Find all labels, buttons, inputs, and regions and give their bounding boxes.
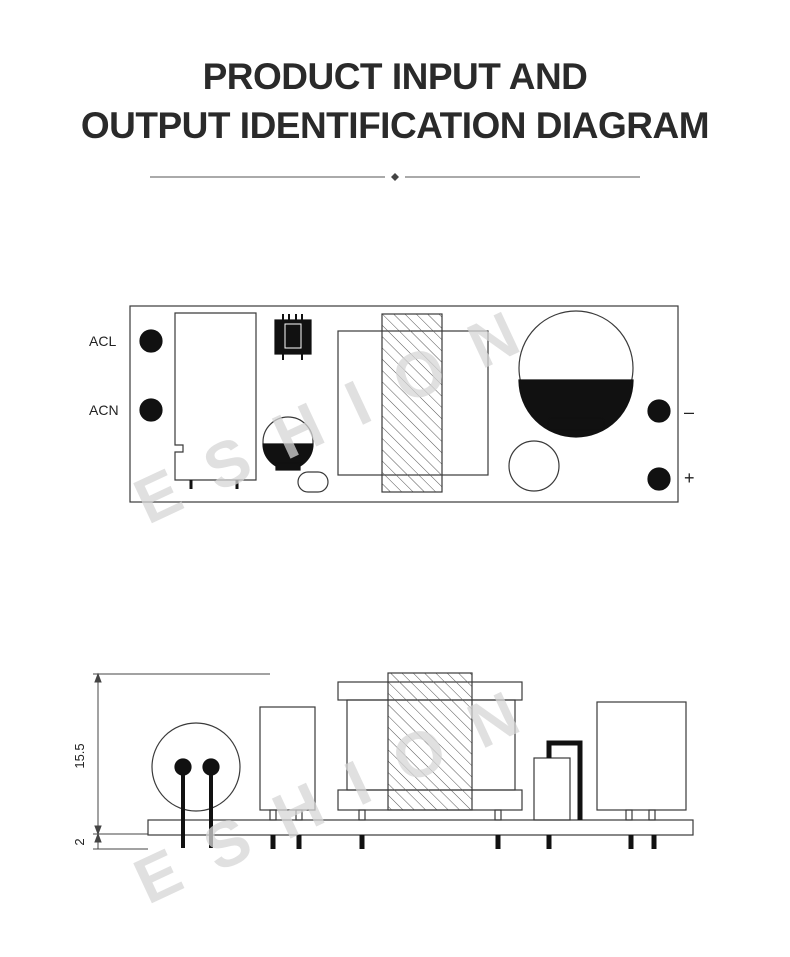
output-capacitor: [518, 310, 634, 438]
side-small-component: [533, 740, 583, 849]
pcb-side: [147, 819, 694, 836]
title-line-1: PRODUCT INPUT AND: [202, 56, 588, 97]
side-capacitor: [151, 722, 241, 848]
dimension-lines: [93, 672, 270, 850]
pcb-outline-top: [129, 305, 679, 503]
small-capacitor: [262, 416, 314, 471]
dim-board-label: 2: [72, 838, 87, 845]
label-plus: +: [684, 468, 695, 488]
input-component: [174, 312, 257, 481]
pin-acn: [139, 398, 163, 422]
label-acl: ACL: [89, 333, 116, 349]
title-divider: [150, 173, 640, 181]
label-minus: –: [684, 402, 694, 422]
watermark-bottom: E S H I O N: [123, 674, 536, 918]
small-oval: [297, 471, 329, 493]
title-line-2: OUTPUT IDENTIFICATION DIAGRAM: [80, 105, 710, 146]
pin-plus: [647, 467, 671, 491]
ic-chip: [274, 314, 312, 360]
side-block-left: [259, 706, 316, 849]
top-view: [129, 305, 679, 503]
pin-minus: [647, 399, 671, 423]
transformer-top: [337, 313, 489, 493]
mount-hole: [508, 440, 560, 492]
transformer-side: [337, 672, 523, 849]
watermark-top: E S H I O N: [123, 294, 536, 538]
label-acn: ACN: [89, 402, 119, 418]
dim-height-label: 15.5: [72, 743, 87, 768]
pin-acl: [139, 329, 163, 353]
side-block-right: [596, 701, 687, 849]
side-view: [93, 672, 694, 850]
